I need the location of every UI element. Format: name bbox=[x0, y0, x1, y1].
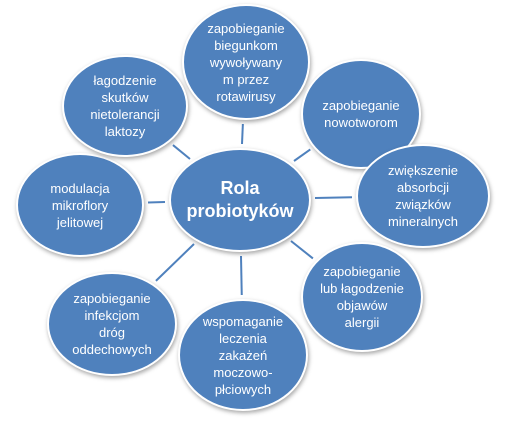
connector-line-4 bbox=[290, 239, 314, 259]
node-label: zapobieganie nowotworom bbox=[322, 98, 400, 130]
node-allergy-prevention: zapobieganie lub łagodzenie objawów aler… bbox=[301, 242, 423, 352]
node-mineral-absorption: zwiększenie absorbcji związków mineralny… bbox=[356, 144, 490, 248]
node-label: łagodzenie skutków nietolerancji laktozy bbox=[90, 73, 160, 139]
connector-line-5 bbox=[240, 255, 243, 296]
node-label: zwiększenie absorbcji związków mineralny… bbox=[387, 163, 459, 229]
node-lactose-intolerance-relief: łagodzenie skutków nietolerancji laktozy bbox=[62, 55, 188, 157]
connector-line-3 bbox=[314, 196, 353, 200]
node-gut-microflora-modulation: modulacja mikroflory jelitowej bbox=[16, 153, 144, 257]
node-label: zapobieganie lub łagodzenie objawów aler… bbox=[320, 264, 404, 330]
node-urogenital-infection-treatment: wspomaganie leczenia zakażeń moczowo- pł… bbox=[178, 299, 308, 411]
node-label: modulacja mikroflory jelitowej bbox=[50, 180, 110, 230]
connector-line-8 bbox=[171, 143, 191, 160]
center-label: Rola probiotyków bbox=[186, 178, 294, 221]
connector-line-7 bbox=[147, 201, 166, 204]
connector-line-1 bbox=[241, 123, 245, 145]
node-label: zapobieganie biegunkom wywoływany m prze… bbox=[207, 20, 285, 104]
node-respiratory-infection-prevention: zapobieganie infekcjom dróg oddechowych bbox=[47, 272, 177, 376]
connector-line-2 bbox=[293, 149, 311, 163]
node-label: zapobieganie infekcjom dróg oddechowych bbox=[72, 291, 152, 357]
connector-line-6 bbox=[155, 243, 195, 282]
center-node: Rola probiotyków bbox=[169, 148, 311, 252]
node-rotavirus-diarrhea-prevention: zapobieganie biegunkom wywoływany m prze… bbox=[182, 4, 310, 120]
node-label: wspomaganie leczenia zakażeń moczowo- pł… bbox=[202, 313, 284, 397]
node-cancer-prevention: zapobieganie nowotworom bbox=[301, 59, 421, 169]
